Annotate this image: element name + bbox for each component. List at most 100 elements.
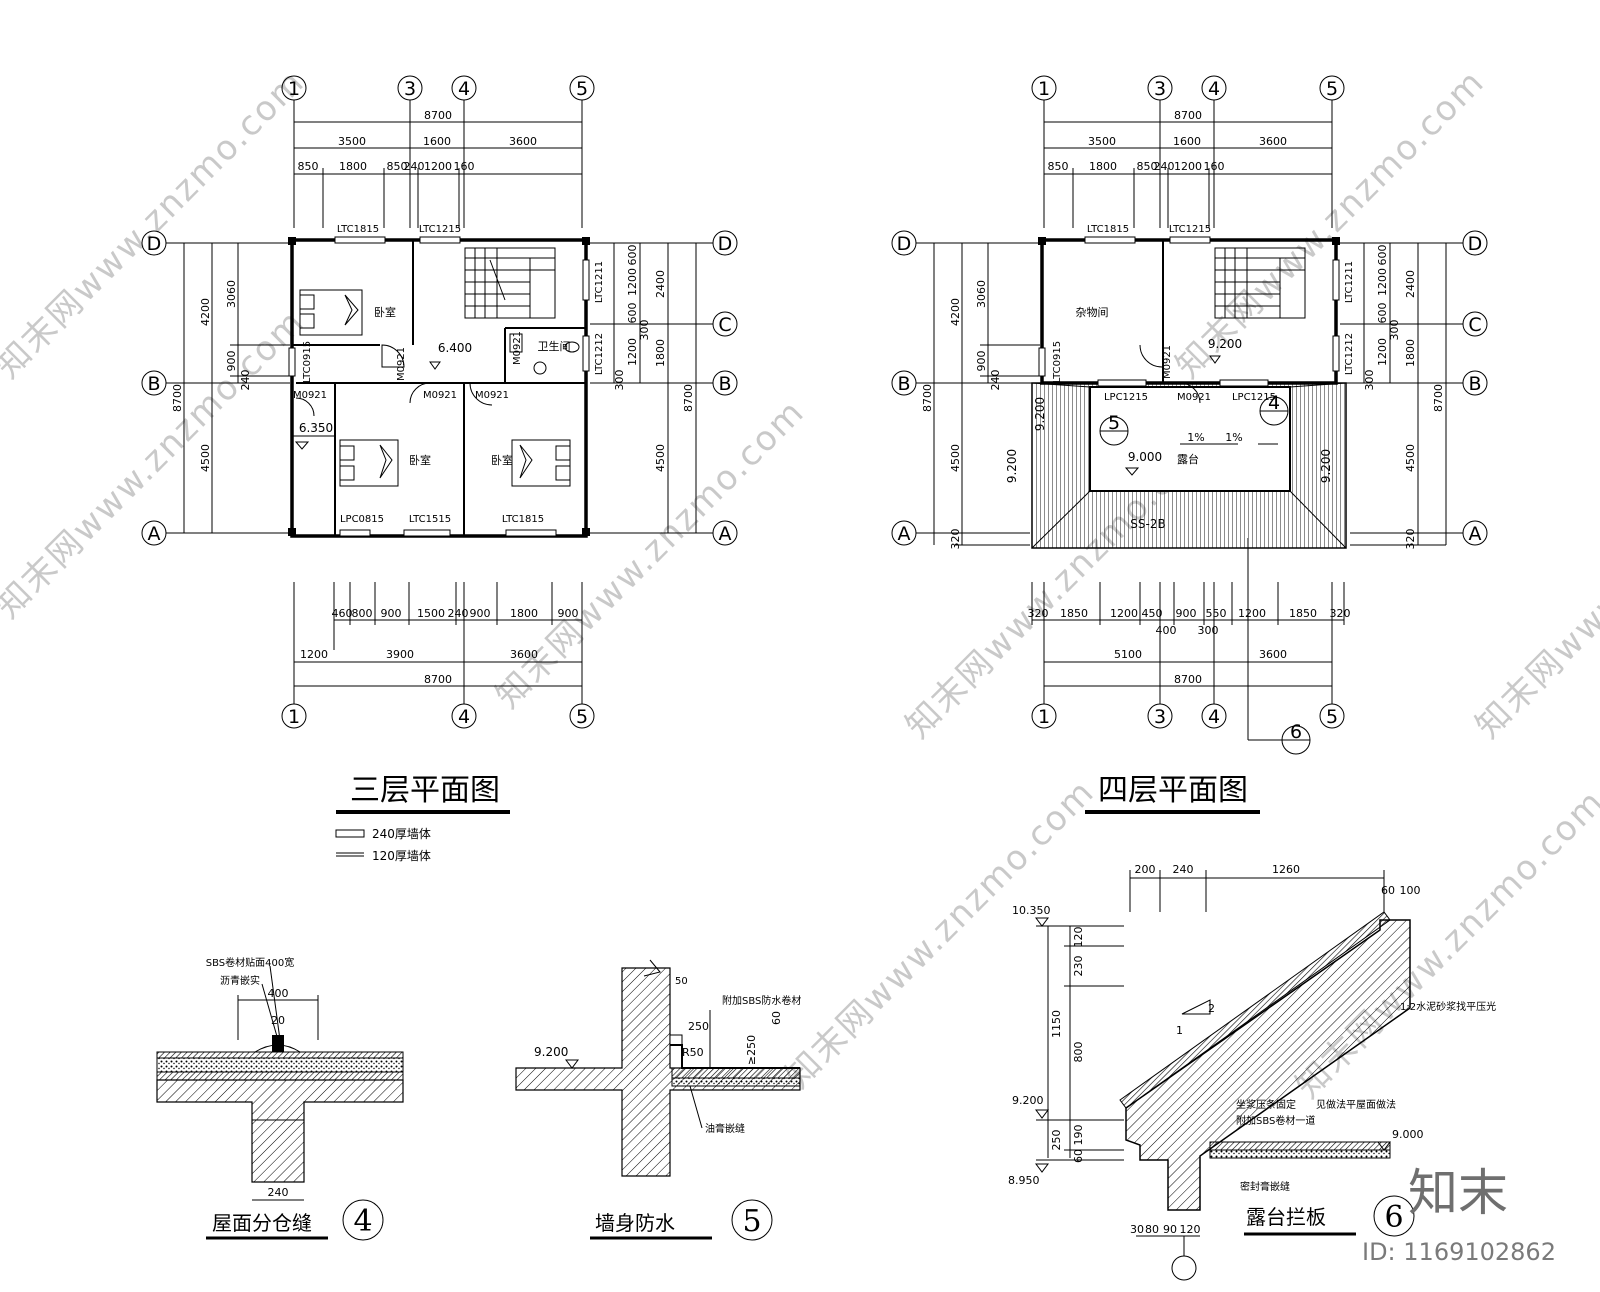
dim: 850 (1048, 160, 1069, 173)
detail-note: 见做法平屋面做法 (1316, 1098, 1396, 1111)
dim-total: 8700 (171, 384, 184, 412)
dim-total: 8700 (682, 384, 695, 412)
legend-item: 120厚墙体 (372, 849, 431, 863)
floor3-grid-bottom: 460 800 900 1500 240 900 1800 900 1200 3… (281, 582, 595, 729)
window-label: LTC0915 (1052, 341, 1063, 383)
dim: 1150 (1050, 1010, 1063, 1038)
dim: 300 (638, 320, 651, 341)
dim: 1850 (1060, 607, 1088, 620)
level-label: 9.200 (534, 1045, 568, 1059)
dim: 120 (1180, 1223, 1201, 1236)
dim: ≥250 (745, 1035, 758, 1065)
grid-label: C (718, 314, 731, 336)
slope-label: 1% (1225, 431, 1242, 444)
level-label: 9.200 (1208, 337, 1242, 351)
dim: 90 (1163, 1223, 1177, 1236)
legend-item: 240厚墙体 (372, 827, 431, 841)
grid-label: 3 (1154, 78, 1166, 100)
level-label: 6.350 (299, 421, 333, 435)
dim: 800 (352, 607, 373, 620)
dim: 900 (558, 607, 579, 620)
dim: 320 (1028, 607, 1049, 620)
dim: 1200 (300, 648, 328, 661)
dim: 300 (1198, 624, 1219, 637)
grid-label: B (897, 373, 910, 395)
watermark-text: 知末网www.znzmo.com (778, 772, 1103, 1097)
dim: 600 (626, 245, 639, 266)
window-label: LPC0815 (340, 514, 384, 525)
dim: 320 (1330, 607, 1351, 620)
dim: 320 (949, 529, 962, 550)
dim: 200 (1135, 863, 1156, 876)
floor3-walls (288, 236, 590, 538)
dim: 3500 (338, 135, 366, 148)
dim: 1200 (626, 338, 639, 366)
dim: 1600 (1173, 135, 1201, 148)
watermark-text: 知末网www.znzmo.com (1468, 422, 1600, 747)
grid-label: 1 (1038, 706, 1050, 728)
dim: 600 (1376, 245, 1389, 266)
brand-logo: 知末 (1408, 1164, 1508, 1222)
level-label: 9.000 (1128, 450, 1162, 464)
detail-note: 密封膏嵌缝 (1240, 1180, 1290, 1193)
grid-label: 1 (1038, 78, 1050, 100)
grid-label: 3 (404, 78, 416, 100)
dim: 850 (387, 160, 408, 173)
dim: 240 (448, 607, 469, 620)
level-label: 6.400 (438, 341, 472, 355)
detail5-title: 墙身防水 (595, 1211, 675, 1235)
floor3-grid-left: D B A 8700 4200 4500 3060 900 240 (141, 230, 290, 546)
grid-label: B (1468, 373, 1481, 395)
floor3-title: 三层平面图 (350, 773, 500, 808)
dim: 190 (1072, 1125, 1085, 1146)
floor4-plan: 1 3 4 5 8700 3500 1600 3600 850 1800 850… (891, 75, 1488, 814)
room-label: 露台 (1177, 452, 1199, 466)
dim: 1200 (424, 160, 452, 173)
detail-ref: 4 (1268, 392, 1280, 414)
dim: 230 (1072, 956, 1085, 977)
window-label: LTC1215 (1169, 224, 1211, 235)
grid-label: 5 (1326, 78, 1338, 100)
dim: 160 (1204, 160, 1225, 173)
dim: 1260 (1272, 863, 1300, 876)
dim: 1850 (1289, 607, 1317, 620)
dim: 400 (1156, 624, 1177, 637)
window-label: LTC1815 (337, 224, 379, 235)
slope-label: 2 (1208, 1002, 1215, 1015)
dim-total: 8700 (921, 384, 934, 412)
dim: 1800 (654, 339, 667, 367)
dim: 60 (1381, 884, 1395, 897)
dim: 80 (1145, 1223, 1159, 1236)
dim: 20 (271, 1014, 285, 1027)
dim: 1200 (1238, 607, 1266, 620)
detail5: 50 附加SBS防水卷材 250 R50 ≥250 60 油膏嵌缝 9.200 … (515, 959, 801, 1241)
detail-note: 附加SBS卷材一道 (1236, 1114, 1315, 1127)
door-label: M0921 (396, 347, 407, 381)
dim-total: 8700 (1432, 384, 1445, 412)
dim: 900 (470, 607, 491, 620)
room-label: 卫生间 (538, 339, 571, 353)
detail-ref: 5 (1108, 412, 1120, 434)
detail6-number: 6 (1384, 1200, 1403, 1235)
door-label: M0921 (423, 390, 457, 401)
detail-note: 油膏嵌缝 (705, 1122, 745, 1135)
floor3-labels: LTC1815 LTC1215 LTC1211 LTC1212 LTC0915 … (293, 224, 605, 525)
slope-label: 1% (1187, 431, 1204, 444)
dim: 300 (1388, 320, 1401, 341)
dim: 4500 (1404, 444, 1417, 472)
dim: 3600 (510, 648, 538, 661)
grid-label: 5 (1326, 706, 1338, 728)
floor4-grid-top: 1 3 4 5 8700 3500 1600 3600 850 1800 850… (1031, 75, 1345, 228)
floor4-walls: 5 4 6 (1031, 236, 1347, 755)
grid-label: 3 (1154, 706, 1166, 728)
floor3-grid-right: D C B A 600 1200 600 300 1200 300 2400 1… (590, 230, 738, 546)
window-label: LTC1212 (1344, 333, 1355, 375)
brand-watermark: 知末 ID: 1169102862 (1362, 1164, 1556, 1266)
window-label: LTC1212 (594, 333, 605, 375)
window-label: LTC1515 (409, 514, 451, 525)
dim: 900 (1176, 607, 1197, 620)
grid-label: 4 (1208, 706, 1220, 728)
dim-total: 8700 (424, 109, 452, 122)
detail4: SBS卷材贴面400宽 沥青嵌实 400 20 240 屋面分仓缝 4 (156, 956, 404, 1241)
